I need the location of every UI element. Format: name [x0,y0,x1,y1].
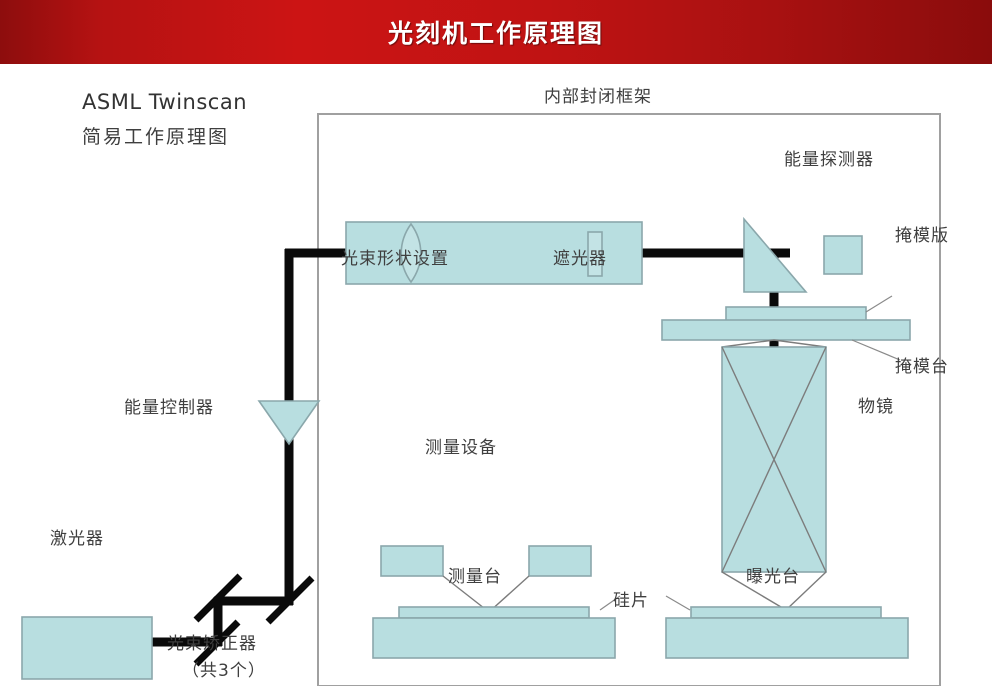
lithography-diagram: .comp { fill:#b8dee0; stroke:#8aa7ab; st… [0,64,992,686]
measure-stage-box [372,617,616,659]
label-objective: 物镜 [858,397,894,417]
reticle-stage [661,319,911,341]
internal-frame [317,113,941,686]
label-shutter: 遮光器 [553,249,607,269]
laser-box [21,616,153,680]
leader-wafer-left [599,595,621,611]
label-measure-stage: 测量台 [448,567,502,587]
label-beam-shape: 光束形状设置 [341,249,449,269]
beam-splitter-triangle [743,216,808,293]
measure-sensor-left [380,545,444,577]
leader-reticle-stage [851,339,901,361]
label-internal-frame: 内部封闭框架 [544,87,652,107]
label-beam-corrector-count: （共3个） [182,661,266,681]
lens-element [400,222,422,284]
heading-subtitle: 简易工作原理图 [82,126,230,148]
diagram-svg: .comp { fill:#b8dee0; stroke:#8aa7ab; st… [21,113,941,686]
mirror-right [265,575,315,625]
label-beam-corrector: 光束矫正器 [167,634,257,654]
measure-sensor-right [528,545,592,577]
label-exposure-stage: 曝光台 [746,567,800,587]
energy-controller-triangle [257,400,321,446]
ray-measure-left [442,575,490,613]
label-energy-detector: 能量探测器 [784,150,874,170]
page-title: 光刻机工作原理图 [387,19,604,48]
exposure-stage-box [665,617,909,659]
label-reticle-stage: 掩模台 [895,357,949,377]
label-reticle: 掩模版 [895,226,949,246]
label-wafer: 硅片 [613,591,649,611]
energy-detector-box [823,235,863,275]
label-measure-equipment: 测量设备 [425,438,497,458]
leader-wafer-right [665,595,691,611]
ray-measure-right [488,575,530,613]
ray-objective-x2 [721,346,827,573]
label-energy-controller: 能量控制器 [124,398,214,418]
title-banner: 光刻机工作原理图 [0,0,992,64]
reticle-plate [725,306,867,322]
leader-reticle [865,295,893,313]
mirror-lower-left [193,619,241,667]
label-laser: 激光器 [50,529,104,549]
heading-asml-twinscan: ASML Twinscan [82,90,248,114]
shutter-blade [587,231,603,277]
mirror-upper-left [193,573,243,623]
wafer-on-measure-stage [398,606,590,619]
wafer-on-exposure-stage [690,606,882,619]
ray-cone-above-objective [721,339,827,348]
